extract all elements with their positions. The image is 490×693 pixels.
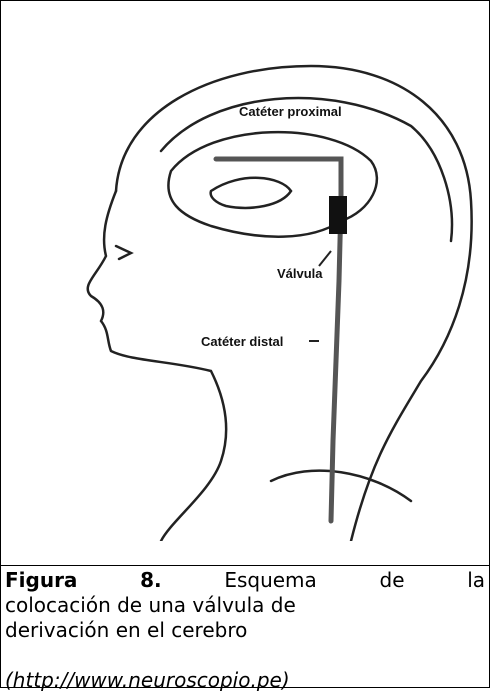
label-valve: Válvula <box>277 266 323 281</box>
caption-source: (http://www.neuroscopio.pe) <box>5 668 485 693</box>
ventricle <box>211 178 291 208</box>
caption-word-1: Esquema <box>224 568 316 593</box>
shoulder <box>271 471 411 501</box>
label-proximal: Catéter proximal <box>239 104 342 119</box>
caption-label: Figura <box>5 568 77 593</box>
head-outline <box>116 66 472 541</box>
caption-line-1: Figura 8. Esquema de la <box>5 568 485 593</box>
eye-icon <box>116 246 131 259</box>
caption-number: 8. <box>140 568 162 593</box>
skull-inner <box>161 98 452 241</box>
face-profile <box>88 191 227 541</box>
caption-line-3: derivación en el cerebro <box>5 618 485 643</box>
shunt-illustration: Catéter proximal Válvula Catéter distal <box>11 41 481 541</box>
figure-cell: Catéter proximal Válvula Catéter distal <box>1 1 489 566</box>
label-distal: Catéter distal <box>201 334 283 349</box>
figure-caption: Figura 8. Esquema de la colocación de un… <box>5 568 485 693</box>
caption-word-3: la <box>467 568 485 593</box>
caption-word-2: de <box>380 568 405 593</box>
caption-line-2: colocación de una válvula de <box>5 593 485 618</box>
valve-shape <box>329 196 347 234</box>
